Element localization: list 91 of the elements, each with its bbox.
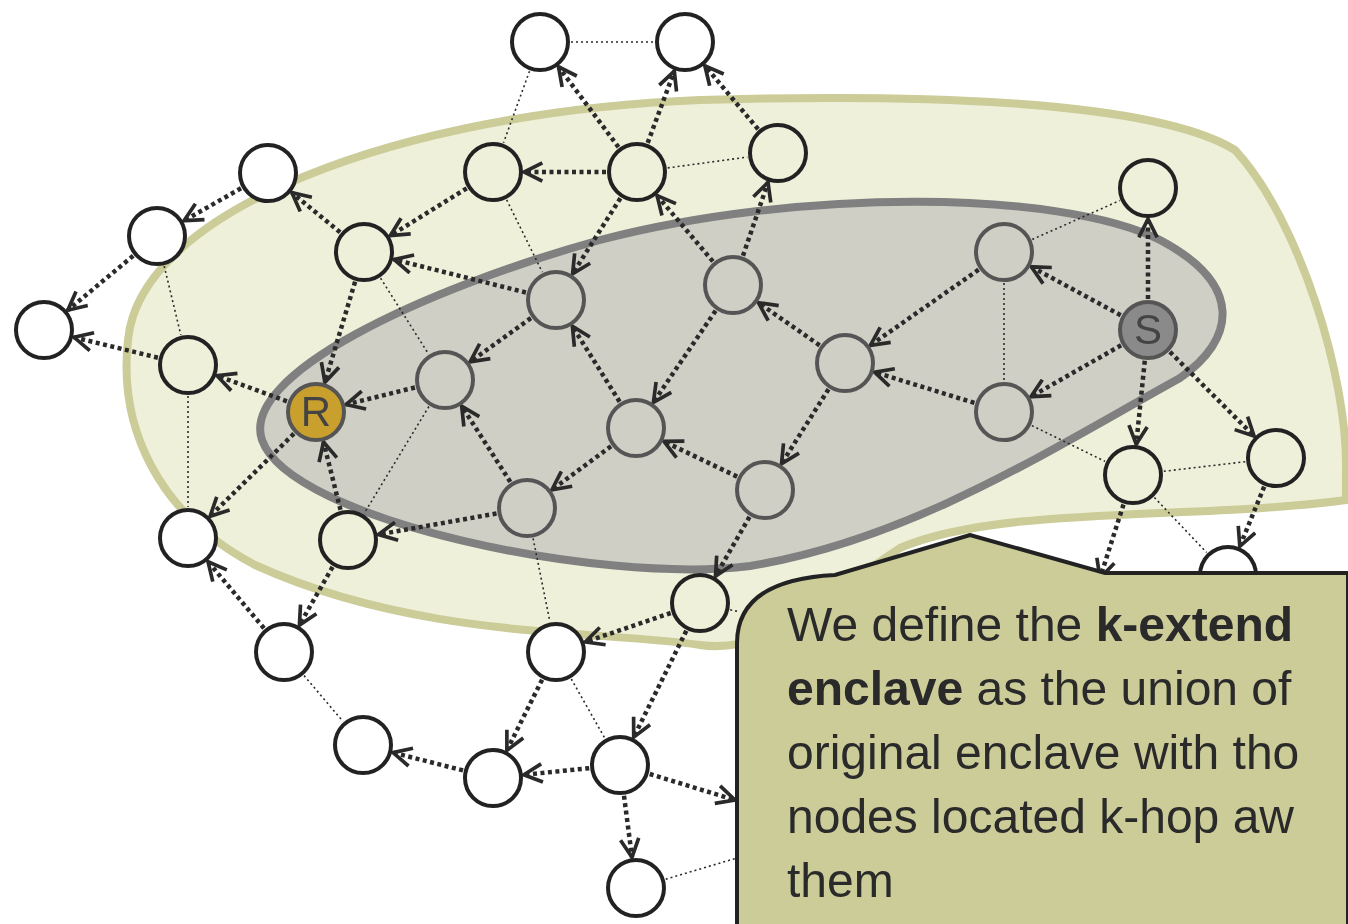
network-node bbox=[1118, 158, 1178, 218]
arrow bbox=[703, 63, 760, 131]
connector-line bbox=[502, 70, 531, 144]
arrow bbox=[570, 197, 623, 276]
arrow bbox=[522, 161, 606, 183]
network-node bbox=[158, 508, 218, 568]
arrow bbox=[468, 316, 533, 364]
network-node bbox=[238, 143, 298, 203]
connector-line bbox=[664, 857, 738, 880]
network-node bbox=[670, 573, 730, 633]
connector-line bbox=[1031, 424, 1106, 463]
arrow bbox=[1137, 217, 1159, 299]
network-node bbox=[463, 142, 523, 202]
connector-line bbox=[163, 265, 182, 336]
arrow bbox=[618, 795, 641, 860]
network-node bbox=[463, 748, 523, 808]
arrow bbox=[756, 300, 821, 348]
arrow bbox=[662, 439, 739, 479]
arrow bbox=[392, 253, 527, 295]
network-node bbox=[607, 142, 667, 202]
network-node bbox=[510, 12, 570, 72]
arrow bbox=[713, 515, 752, 578]
network-node bbox=[1103, 445, 1163, 505]
network-node bbox=[14, 300, 74, 360]
network-node bbox=[703, 255, 763, 315]
arrow bbox=[504, 678, 545, 753]
connector-line bbox=[1163, 460, 1246, 473]
arrow bbox=[391, 746, 464, 773]
arrow bbox=[344, 385, 416, 411]
arrow bbox=[317, 440, 343, 511]
node-letter: R bbox=[300, 391, 332, 433]
network-node bbox=[606, 398, 666, 458]
arrow bbox=[556, 64, 621, 149]
arrow bbox=[740, 180, 773, 257]
arrow bbox=[570, 324, 622, 403]
arrow bbox=[215, 371, 288, 404]
connector-line bbox=[379, 277, 430, 355]
arrow bbox=[631, 629, 689, 740]
arrow bbox=[550, 444, 613, 492]
arrow bbox=[65, 254, 135, 313]
arrow bbox=[868, 267, 980, 348]
callout-bubble bbox=[735, 533, 1348, 924]
arrow bbox=[583, 610, 672, 647]
arrow bbox=[645, 69, 679, 144]
connector-line bbox=[505, 199, 544, 273]
network-node bbox=[606, 858, 666, 918]
network-node bbox=[590, 735, 650, 795]
connector-line bbox=[187, 395, 189, 508]
network-node bbox=[1246, 428, 1306, 488]
network-node bbox=[254, 622, 314, 682]
callout-text: We define the k-extend enclave as the union of original enclave with tho nodes located k-hop aw them bbox=[787, 597, 1301, 909]
arrow bbox=[1029, 264, 1122, 318]
arrow bbox=[1168, 350, 1256, 438]
arrow bbox=[319, 281, 358, 385]
network-node bbox=[974, 222, 1034, 282]
network-node bbox=[415, 350, 475, 410]
arrow bbox=[297, 565, 335, 627]
arrow bbox=[208, 432, 296, 519]
network-node bbox=[526, 622, 586, 682]
arrow bbox=[651, 309, 718, 405]
arrow bbox=[459, 404, 513, 484]
connector-line bbox=[1003, 282, 1005, 382]
network-node bbox=[497, 478, 557, 538]
arrow bbox=[206, 559, 266, 630]
network-node bbox=[655, 12, 715, 72]
arrow bbox=[1029, 343, 1123, 399]
arrow bbox=[1127, 360, 1150, 447]
connector-line bbox=[1031, 199, 1121, 241]
network-node bbox=[127, 206, 187, 266]
arrow bbox=[182, 186, 243, 223]
arrow bbox=[388, 186, 468, 238]
node-letter: S bbox=[1134, 309, 1162, 351]
network-node bbox=[748, 123, 808, 183]
network-node bbox=[333, 715, 393, 775]
arrow bbox=[290, 190, 342, 235]
connector-line bbox=[570, 41, 655, 43]
network-node bbox=[318, 510, 378, 570]
arrow bbox=[779, 388, 831, 466]
network-node bbox=[526, 270, 586, 330]
network-node bbox=[815, 333, 875, 393]
arrow bbox=[872, 366, 976, 406]
arrow bbox=[521, 762, 590, 784]
network-node bbox=[334, 222, 394, 282]
network-node bbox=[974, 382, 1034, 442]
arrow bbox=[649, 771, 737, 806]
network-node bbox=[158, 335, 218, 395]
connector-line bbox=[570, 678, 606, 739]
arrow bbox=[72, 330, 159, 360]
arrow bbox=[655, 193, 715, 263]
network-node bbox=[735, 460, 795, 520]
arrow bbox=[376, 511, 497, 543]
